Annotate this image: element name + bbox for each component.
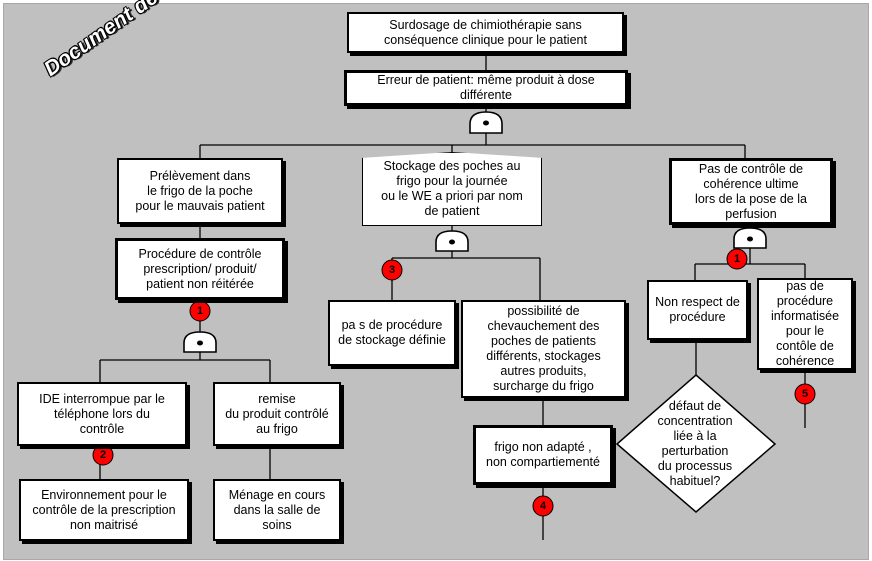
badge-circle-3 <box>381 259 403 281</box>
node-top-event: Surdosage de chimiothérapie sans conséqu… <box>347 12 624 53</box>
node-frigo-non-adapte: frigo non adapté , non compartiementé <box>473 425 613 485</box>
node-stockage-poches: Stockage des poches au frigo pour la jou… <box>362 152 542 226</box>
node-remise-produit: remise du produit contrôlé au frigo <box>213 382 341 446</box>
node-erreur-patient: Erreur de patient: même produit à dose d… <box>344 70 628 106</box>
badge-number-3: 3 <box>388 264 396 276</box>
badge-number-5: 5 <box>801 388 809 400</box>
badge-circle-4 <box>532 495 554 517</box>
badge-circle-1 <box>189 300 211 322</box>
node-chevauchement: possibilité de chevauchement des poches … <box>461 300 626 398</box>
badge-number-4: 4 <box>539 500 547 512</box>
node-controle-coherence: Pas de contrôle de cohérence ultime lors… <box>669 158 833 225</box>
node-menage: Ménage en cours dans la salle de soins <box>213 479 341 541</box>
badge-circle-5 <box>794 383 816 405</box>
badge-number-1: 1 <box>196 305 204 317</box>
node-prelevement: Prélèvement dans le frigo de la poche po… <box>117 158 283 224</box>
node-defaut-concentration: défaut de concentration liée à la pertur… <box>657 399 733 488</box>
node-procedure-stockage: pa s de procédure de stockage définie <box>328 300 456 366</box>
badge-number-1b: 1 <box>733 253 741 265</box>
node-pas-procedure: pas de procédure informatisée pour le co… <box>757 278 853 370</box>
node-environnement: Environnement pour le contrôle de la pre… <box>19 479 189 541</box>
badge-number-2: 2 <box>99 449 107 461</box>
node-ide-interrompue: IDE interrompue par le téléphone lors du… <box>17 382 187 446</box>
node-procedure-controle: Procédure de contrôle prescription/ prod… <box>115 238 285 300</box>
node-non-respect: Non respect de procédure <box>647 280 748 340</box>
badge-circle-1b <box>726 248 748 270</box>
question-diamond <box>615 374 777 513</box>
